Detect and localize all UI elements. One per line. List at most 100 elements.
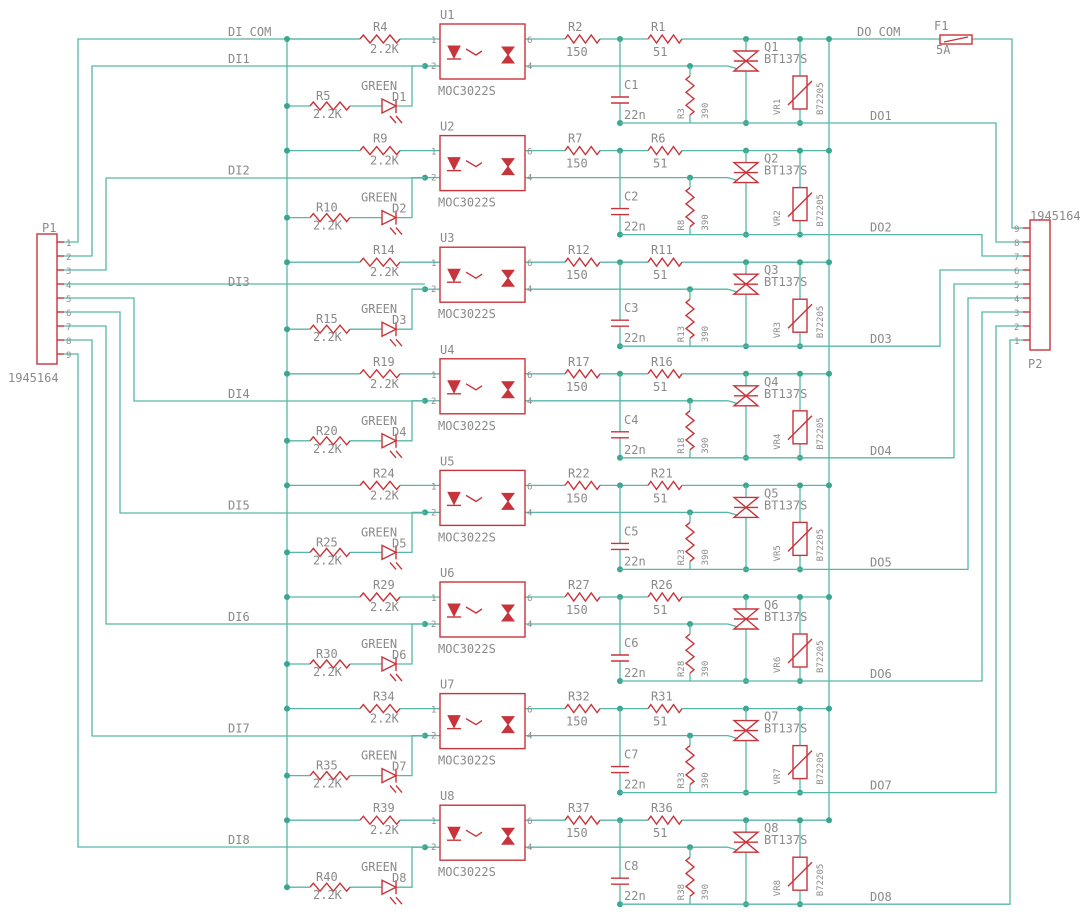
- value-R37: 150: [566, 826, 588, 840]
- led-D8-icon: [381, 879, 398, 896]
- resistor-R23: [684, 521, 696, 562]
- junction-dot: [284, 817, 290, 824]
- connector-p1-part: 1945164: [8, 371, 59, 385]
- opto-pin-2: 2: [431, 620, 436, 630]
- label-Q5: Q5: [764, 486, 778, 500]
- label-R9: R9: [373, 132, 387, 146]
- opto-triac-icon: [501, 835, 515, 845]
- junction-dot: [797, 370, 803, 377]
- value-VR6: B72205: [816, 640, 826, 673]
- opto-triac-icon: [501, 388, 515, 399]
- triac-Q6-icon: [732, 608, 760, 620]
- opto-triac-icon: [501, 54, 515, 64]
- value-Q2: BT137S: [764, 164, 807, 178]
- varistor-VR8: [792, 856, 808, 891]
- value-D2-color: GREEN: [361, 191, 397, 205]
- led-D2-icon: [381, 209, 398, 226]
- resistor-R9: [359, 145, 401, 156]
- opto-pin-6: 6: [527, 36, 532, 46]
- opto-pin-1: 1: [431, 36, 436, 46]
- label-U3: U3: [440, 231, 454, 245]
- value-R1: 51: [653, 45, 667, 59]
- value-D5-color: GREEN: [361, 525, 397, 539]
- resistor-R8: [684, 187, 696, 228]
- wire-led-to-di: [396, 288, 425, 330]
- opto-led-icon: [447, 380, 461, 394]
- junction-dot: [797, 817, 803, 824]
- label-Q6: Q6: [764, 598, 778, 612]
- connector-p2-pin-number: 5: [1014, 281, 1019, 291]
- opto-light-arrow-icon: [465, 717, 483, 726]
- label-R12: R12: [568, 243, 590, 257]
- led-emission-icon: [389, 450, 397, 459]
- triac-Q4-icon: [732, 385, 760, 397]
- resistor-R14: [359, 257, 401, 268]
- connector-p2-pin-number: 9: [1014, 225, 1019, 235]
- resistor-R35: [309, 770, 351, 781]
- triac-Q5-icon: [732, 496, 760, 509]
- value-C2: 22n: [624, 220, 646, 234]
- label-D3: D3: [392, 313, 406, 327]
- label-C6: C6: [624, 636, 638, 650]
- resistor-R36: [647, 814, 683, 826]
- connector-p1-pin-number: 6: [66, 309, 71, 319]
- opto-triac-icon: [501, 716, 515, 726]
- opto-led-icon: [447, 826, 461, 841]
- optocoupler-U7: [439, 692, 526, 750]
- opto-triac-icon: [501, 381, 515, 391]
- resistor-R40: [309, 882, 351, 893]
- label-R25: R25: [316, 535, 338, 549]
- value-R31: 51: [653, 715, 667, 729]
- value-R16: 51: [653, 380, 667, 394]
- value-U8: MOC3022S: [438, 865, 496, 879]
- resistor-R12: [564, 257, 601, 268]
- label-U6: U6: [440, 566, 454, 580]
- opto-light-arrow-icon: [465, 48, 483, 56]
- opto-led-icon: [447, 603, 461, 618]
- resistor-R37: [564, 815, 601, 826]
- varistor-VR6: [792, 633, 808, 668]
- value-C6: 22n: [624, 666, 646, 680]
- resistor-R28: [684, 633, 696, 674]
- value-R12: 150: [566, 268, 588, 282]
- connector-p2-part: 1945164: [1030, 209, 1081, 223]
- junction-dot: [284, 884, 290, 891]
- optocoupler-U4: [439, 358, 526, 415]
- opto-light-arrow-icon: [465, 383, 483, 391]
- value-U1: MOC3022S: [438, 84, 496, 98]
- fuse-f1-body: [939, 34, 973, 45]
- net-label-do7: DO7: [870, 779, 892, 793]
- connector-p2-pin-number: 1: [1014, 337, 1019, 347]
- net-label-do2: DO2: [870, 221, 892, 235]
- connector-p2-pin-number: 4: [1014, 295, 1019, 305]
- value-C7: 22n: [624, 778, 646, 792]
- value-Q1: BT137S: [764, 52, 807, 66]
- label-VR6: VR6: [773, 657, 783, 673]
- junction-dot: [797, 482, 803, 489]
- value-R13: 390: [701, 326, 711, 342]
- net-label-do6: DO6: [870, 667, 892, 681]
- value-D4-color: GREEN: [361, 414, 397, 428]
- value-R2: 150: [566, 45, 588, 59]
- value-R33: 390: [701, 772, 711, 788]
- label-R1: R1: [651, 20, 665, 34]
- opto-light-arrow-icon: [465, 494, 483, 503]
- label-U4: U4: [440, 343, 454, 357]
- value-R38: 390: [701, 884, 711, 900]
- triac-Q3-icon: [732, 273, 760, 286]
- net-label-di8: DI8: [228, 833, 250, 847]
- value-C3: 22n: [624, 331, 646, 345]
- opto-pin-4: 4: [527, 508, 532, 518]
- value-R27: 150: [566, 603, 588, 617]
- wire-do-route-3: [829, 269, 1023, 347]
- label-R34: R34: [373, 690, 395, 704]
- value-Q6: BT137S: [764, 610, 807, 624]
- value-R11: 51: [653, 268, 667, 282]
- connector-p2-pin-number: 6: [1014, 267, 1019, 277]
- opto-pin-4: 4: [527, 732, 532, 742]
- net-label-di2: DI2: [228, 164, 250, 178]
- junction-dot: [826, 259, 832, 266]
- label-VR2: VR2: [773, 210, 783, 226]
- label-VR1: VR1: [773, 99, 783, 115]
- opto-triac-icon: [501, 500, 515, 510]
